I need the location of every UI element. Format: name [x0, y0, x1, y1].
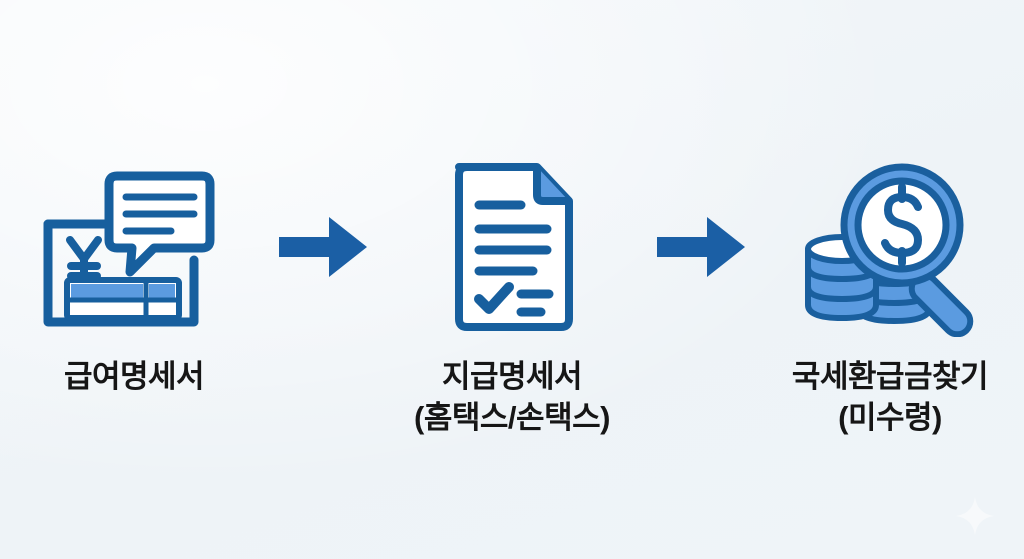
flow-connector-1 [268, 152, 378, 342]
payslip-with-speech-bubble-icon [34, 152, 234, 342]
flow-step-label-payment-statement: 지급명세서 (홈택스/손택스) [414, 359, 610, 436]
flow-step-payslip: 급여명세서 [0, 0, 268, 397]
right-arrow-icon [657, 217, 745, 277]
flow-step-tax-refund-search: 국세환급금찾기 (미수령) [756, 0, 1024, 438]
flow-step-label-payslip: 급여명세서 [63, 359, 205, 394]
flow-connector-2 [646, 152, 756, 342]
coins-with-magnifier-icon [790, 152, 990, 342]
flow-step-label-tax-refund-search: 국세환급금찾기 (미수령) [791, 359, 989, 436]
flow-step-payment-statement: 지급명세서 (홈택스/손택스) [378, 0, 646, 438]
right-arrow-icon [279, 217, 367, 277]
document-with-checkmark-icon [437, 152, 587, 342]
